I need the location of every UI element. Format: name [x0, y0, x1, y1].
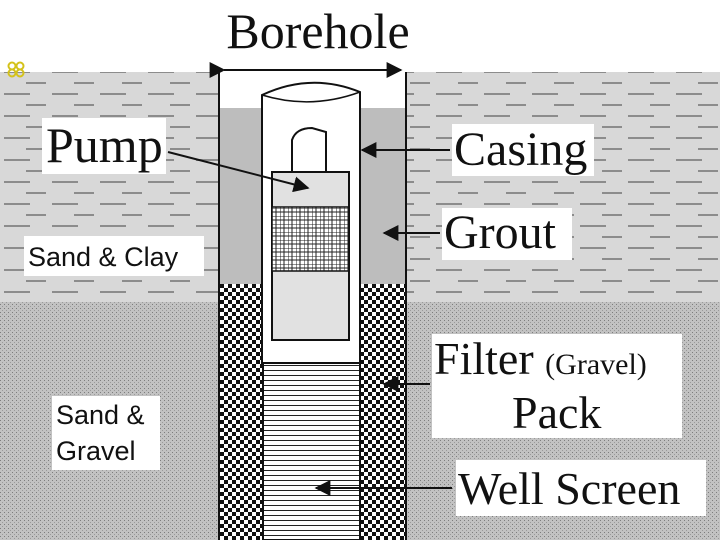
casing-rim — [261, 91, 361, 103]
sand-clay-label: Sand & Clay — [28, 242, 179, 272]
pump-intake-mesh — [271, 206, 350, 272]
filter-label-main: Filter — [434, 333, 545, 384]
well-screen — [262, 362, 361, 540]
well-screen-label: Well Screen — [458, 463, 680, 514]
filter-pack-label-box — [432, 334, 682, 438]
well-screen-label-box — [456, 460, 706, 516]
sand-gravel-label-box — [52, 396, 160, 470]
casing-label-box — [452, 124, 594, 176]
slide-bookmark-icon — [7, 61, 25, 78]
sand-gravel-label-line1: Sand & — [56, 400, 145, 430]
filter-pack-label-line2: Pack — [512, 387, 601, 438]
pump-cap — [291, 126, 327, 173]
sand-gravel-label-line2: Gravel — [56, 436, 136, 466]
casing-label: Casing — [454, 123, 587, 176]
pump-pointer — [167, 151, 310, 193]
borehole-label-box — [222, 6, 414, 56]
filter-label-paren: (Gravel) — [545, 348, 647, 381]
pump-label: Pump — [46, 117, 163, 173]
sand-clay-label-box — [24, 236, 204, 276]
pump-label-box — [42, 118, 166, 174]
borehole-label: Borehole — [226, 3, 409, 59]
grout-label-box — [442, 208, 572, 260]
grout-label: Grout — [444, 206, 557, 259]
filter-pack-label-line1: Filter (Gravel) — [434, 333, 647, 384]
